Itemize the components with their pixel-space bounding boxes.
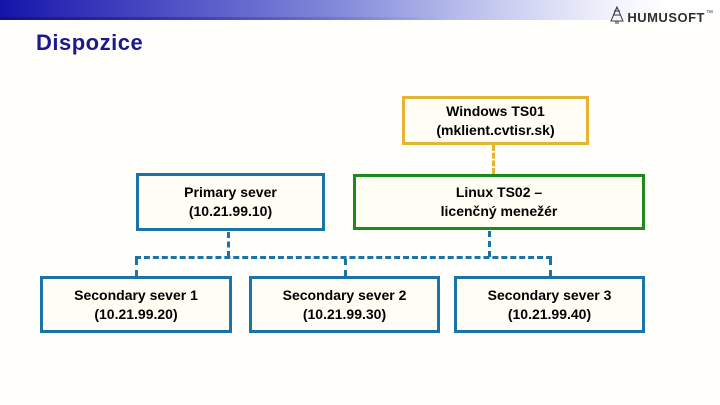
- node-secondary-server-2: Secondary sever 2 (10.21.99.30): [249, 276, 440, 333]
- tree-sketch-icon: [608, 5, 626, 30]
- trademark-symbol: ™: [706, 10, 713, 17]
- node-label-line1: Secondary sever 2: [282, 286, 407, 303]
- node-label-line2: (10.21.99.30): [302, 305, 387, 322]
- connector-horizontal-bus: [135, 256, 552, 259]
- node-label-line1: Linux TS02 –: [455, 184, 543, 200]
- node-label-line1: Windows TS01: [446, 102, 545, 119]
- logo-wordmark: HUMUSOFT: [627, 10, 705, 25]
- connector-windows-to-linux: [492, 145, 495, 174]
- node-label-line2: (10.21.99.10): [188, 203, 273, 219]
- node-label-line2: (10.21.99.20): [94, 305, 178, 322]
- connector-drop-secondary-1: [135, 259, 138, 276]
- connector-drop-secondary-2: [344, 259, 347, 276]
- node-linux-ts02: Linux TS02 – licenčný menežér: [353, 174, 645, 230]
- node-label-line1: Secondary sever 1: [74, 286, 198, 303]
- connector-drop-secondary-3: [549, 259, 552, 276]
- node-windows-ts01: Windows TS01 (mklient.cvtisr.sk): [402, 96, 589, 145]
- connector-primary-stub: [227, 232, 230, 257]
- node-label-line1: Secondary sever 3: [487, 286, 612, 303]
- node-secondary-server-3: Secondary sever 3 (10.21.99.40): [454, 276, 645, 333]
- node-label-line1: Primary sever: [184, 184, 277, 200]
- node-label-line2: (mklient.cvtisr.sk): [436, 121, 555, 138]
- node-secondary-server-1: Secondary sever 1 (10.21.99.20): [40, 276, 232, 333]
- node-primary-server: Primary sever (10.21.99.10): [136, 173, 325, 231]
- top-bar-shadow: [0, 17, 720, 20]
- node-label-line2: licenčný menežér: [440, 203, 558, 219]
- humusoft-logo: HUMUSOFT ™: [608, 5, 713, 30]
- connector-linux-stub: [488, 231, 491, 257]
- page-title: Dispozice: [36, 30, 144, 55]
- top-gradient-bar: [0, 0, 720, 20]
- node-label-line2: (10.21.99.40): [507, 305, 592, 322]
